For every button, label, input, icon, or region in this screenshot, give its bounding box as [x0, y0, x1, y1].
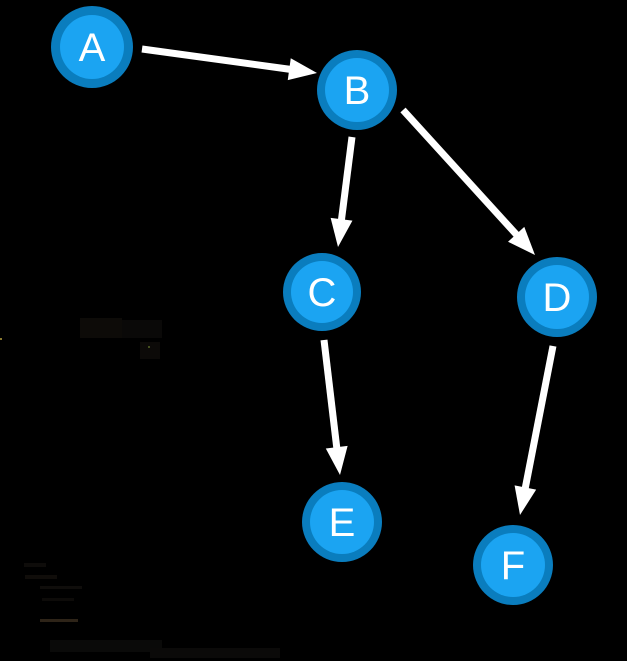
node-C[interactable]: C	[283, 253, 361, 331]
node-layer: A B C D E F	[51, 6, 597, 605]
background-artifact	[0, 338, 2, 340]
edge-A-B	[141, 45, 317, 81]
background-artifact	[50, 640, 162, 652]
background-artifact	[40, 586, 82, 589]
node-body	[310, 490, 374, 554]
node-body	[60, 15, 124, 79]
edge-B-C	[330, 136, 356, 247]
edge-layer	[141, 45, 557, 515]
edge-shaft	[337, 136, 356, 223]
edge-arrowhead	[330, 217, 353, 247]
background-artifact	[150, 648, 280, 658]
node-body	[525, 265, 589, 329]
background-artifact	[42, 598, 74, 601]
edge-arrowhead	[325, 445, 348, 475]
background-artifact	[148, 346, 150, 348]
edge-arrowhead	[508, 226, 535, 255]
background-artifact	[122, 320, 162, 338]
artifact-layer	[0, 318, 280, 658]
node-body	[291, 261, 353, 323]
edge-D-F	[514, 345, 557, 515]
node-F[interactable]: F	[473, 525, 553, 605]
node-D[interactable]: D	[517, 257, 597, 337]
background-artifact	[25, 575, 57, 579]
node-body	[325, 58, 389, 122]
edge-arrowhead	[287, 58, 317, 81]
edge-shaft	[141, 45, 293, 74]
background-artifact	[80, 318, 122, 338]
node-E[interactable]: E	[302, 482, 382, 562]
background-artifact	[40, 619, 78, 622]
edge-shaft	[521, 345, 557, 492]
node-B[interactable]: B	[317, 50, 397, 130]
edge-shaft	[320, 339, 341, 451]
background-artifact	[24, 563, 46, 567]
edge-arrowhead	[514, 485, 537, 515]
node-A[interactable]: A	[51, 6, 133, 88]
background-artifact	[140, 342, 160, 359]
edge-B-D	[400, 107, 535, 255]
edge-C-E	[320, 339, 348, 475]
node-body	[481, 533, 545, 597]
edge-shaft	[400, 107, 521, 239]
